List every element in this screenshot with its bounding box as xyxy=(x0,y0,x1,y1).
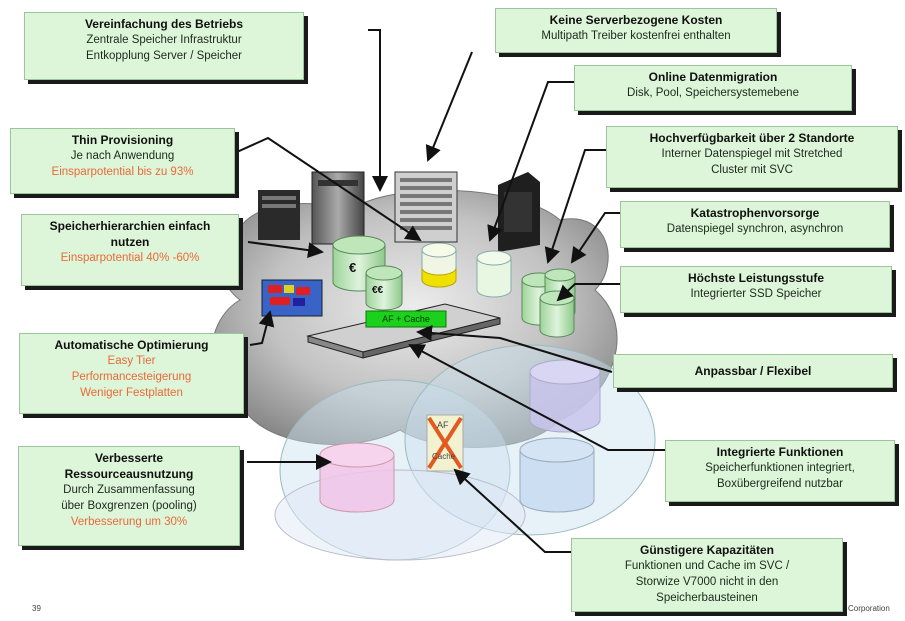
box-ressourcenausnutzung: Verbesserte Ressourceausnutzung Durch Zu… xyxy=(18,446,240,546)
box-title: Online Datenmigration xyxy=(648,70,778,84)
box-line: Datenspiegel synchron, asynchron xyxy=(666,223,844,235)
box-title: Thin Provisioning xyxy=(71,133,174,147)
box-keine-kosten: Keine Serverbezogene Kosten Multipath Tr… xyxy=(495,8,777,53)
box-line: Durch Zusammenfassung xyxy=(63,484,195,496)
cache-small-label: Cache xyxy=(432,452,456,461)
disk-yellow xyxy=(421,242,457,288)
box-line: Multipath Treiber kostenfrei enthalten xyxy=(541,30,731,42)
disk-pink xyxy=(319,442,395,513)
box-title: Keine Serverbezogene Kosten xyxy=(549,13,723,27)
box-speicherhierarchien: Speicherhierarchien einfach nutzen Einsp… xyxy=(21,214,239,286)
box-line: über Boxgrenzen (pooling) xyxy=(61,500,197,512)
box-line: Je nach Anwendung xyxy=(70,150,175,162)
box-datenmigration: Online Datenmigration Disk, Pool, Speich… xyxy=(574,65,852,111)
footer-corporation: Corporation xyxy=(848,604,890,613)
box-orange-line: Einsparpotential bis zu 93% xyxy=(51,166,194,178)
box-line: Interner Datenspiegel mit Stretched xyxy=(661,148,843,160)
connector-arrows xyxy=(227,29,665,553)
box-line: Zentrale Speicher Infrastruktur xyxy=(86,34,242,46)
box-line: Disk, Pool, Speichersystemebene xyxy=(627,87,799,99)
double-euro-symbol: €€ xyxy=(372,285,384,296)
box-anpassbar-flexibel: Anpassbar / Flexibel xyxy=(613,354,893,388)
box-line: Entkopplung Server / Speicher xyxy=(86,50,242,62)
box-line: Speicherbausteinen xyxy=(656,592,758,604)
box-guenstigere-kapazitaeten: Günstigere Kapazitäten Funktionen und Ca… xyxy=(571,538,843,612)
box-title: Anpassbar / Flexibel xyxy=(694,364,812,378)
server-tower-dark xyxy=(498,172,540,252)
euro-symbol: € xyxy=(349,260,357,275)
box-hochverfuegbarkeit: Hochverfügbarkeit über 2 Standorte Inter… xyxy=(606,126,898,188)
box-orange-line: Verbesserung um 30% xyxy=(70,516,188,528)
box-title: Höchste Leistungsstufe xyxy=(687,271,825,285)
box-title: Integrierte Funktionen xyxy=(716,445,844,459)
disk-blue xyxy=(519,437,595,513)
box-line: Boxübergreifend nutzbar xyxy=(717,478,843,490)
box-integrierte-funktionen: Integrierte Funktionen Speicherfunktione… xyxy=(665,440,895,502)
box-title: Verbesserte Ressourceausnutzung xyxy=(64,451,194,481)
box-thin-provisioning: Thin Provisioning Je nach Anwendung Eins… xyxy=(10,128,235,194)
server-blade xyxy=(394,171,458,243)
disk-light-green xyxy=(476,250,512,298)
box-line: Funktionen und Cache im SVC / xyxy=(624,560,790,572)
box-title: Vereinfachung des Betriebs xyxy=(84,17,244,31)
box-orange-line: Easy Tier xyxy=(107,355,156,367)
box-line: Cluster mit SVC xyxy=(711,164,793,176)
box-hoechste-leistung: Höchste Leistungsstufe Integrierter SSD … xyxy=(620,266,892,313)
disk-lavender xyxy=(529,359,601,433)
box-line: Speicherfunktionen integriert, xyxy=(705,462,855,474)
disk-euro-small xyxy=(365,265,403,311)
box-line: Storwize V7000 nicht in den xyxy=(635,576,779,588)
server-tower xyxy=(311,171,365,245)
box-orange-line: Einsparpotential 40% -60% xyxy=(60,252,200,264)
box-title: Katastrophenvorsorge xyxy=(690,206,820,220)
box-orange-line: Performancesteigerung xyxy=(71,371,192,383)
box-vereinfachung: Vereinfachung des Betriebs Zentrale Spei… xyxy=(24,12,304,80)
af-cache-label: AF + Cache xyxy=(382,314,430,324)
box-title: Speicherhierarchien einfach nutzen xyxy=(49,219,211,249)
crossed-cache-module xyxy=(426,414,464,472)
box-katastrophenvorsorge: Katastrophenvorsorge Datenspiegel synchr… xyxy=(620,201,890,248)
cache-label-box xyxy=(365,310,447,328)
page-number: 39 xyxy=(32,604,41,613)
box-title: Automatische Optimierung xyxy=(54,338,209,352)
box-orange-line: Weniger Festplatten xyxy=(80,387,183,399)
box-title: Hochverfügbarkeit über 2 Standorte xyxy=(649,131,855,145)
easy-tier-heatmap xyxy=(261,279,323,317)
box-automatische-optimierung: Automatische Optimierung Easy Tier Perfo… xyxy=(19,333,244,414)
server-rack-left xyxy=(258,190,300,240)
box-title: Günstigere Kapazitäten xyxy=(639,543,775,557)
af-small-label: AF xyxy=(437,420,449,430)
box-line: Integrierter SSD Speicher xyxy=(690,288,822,300)
